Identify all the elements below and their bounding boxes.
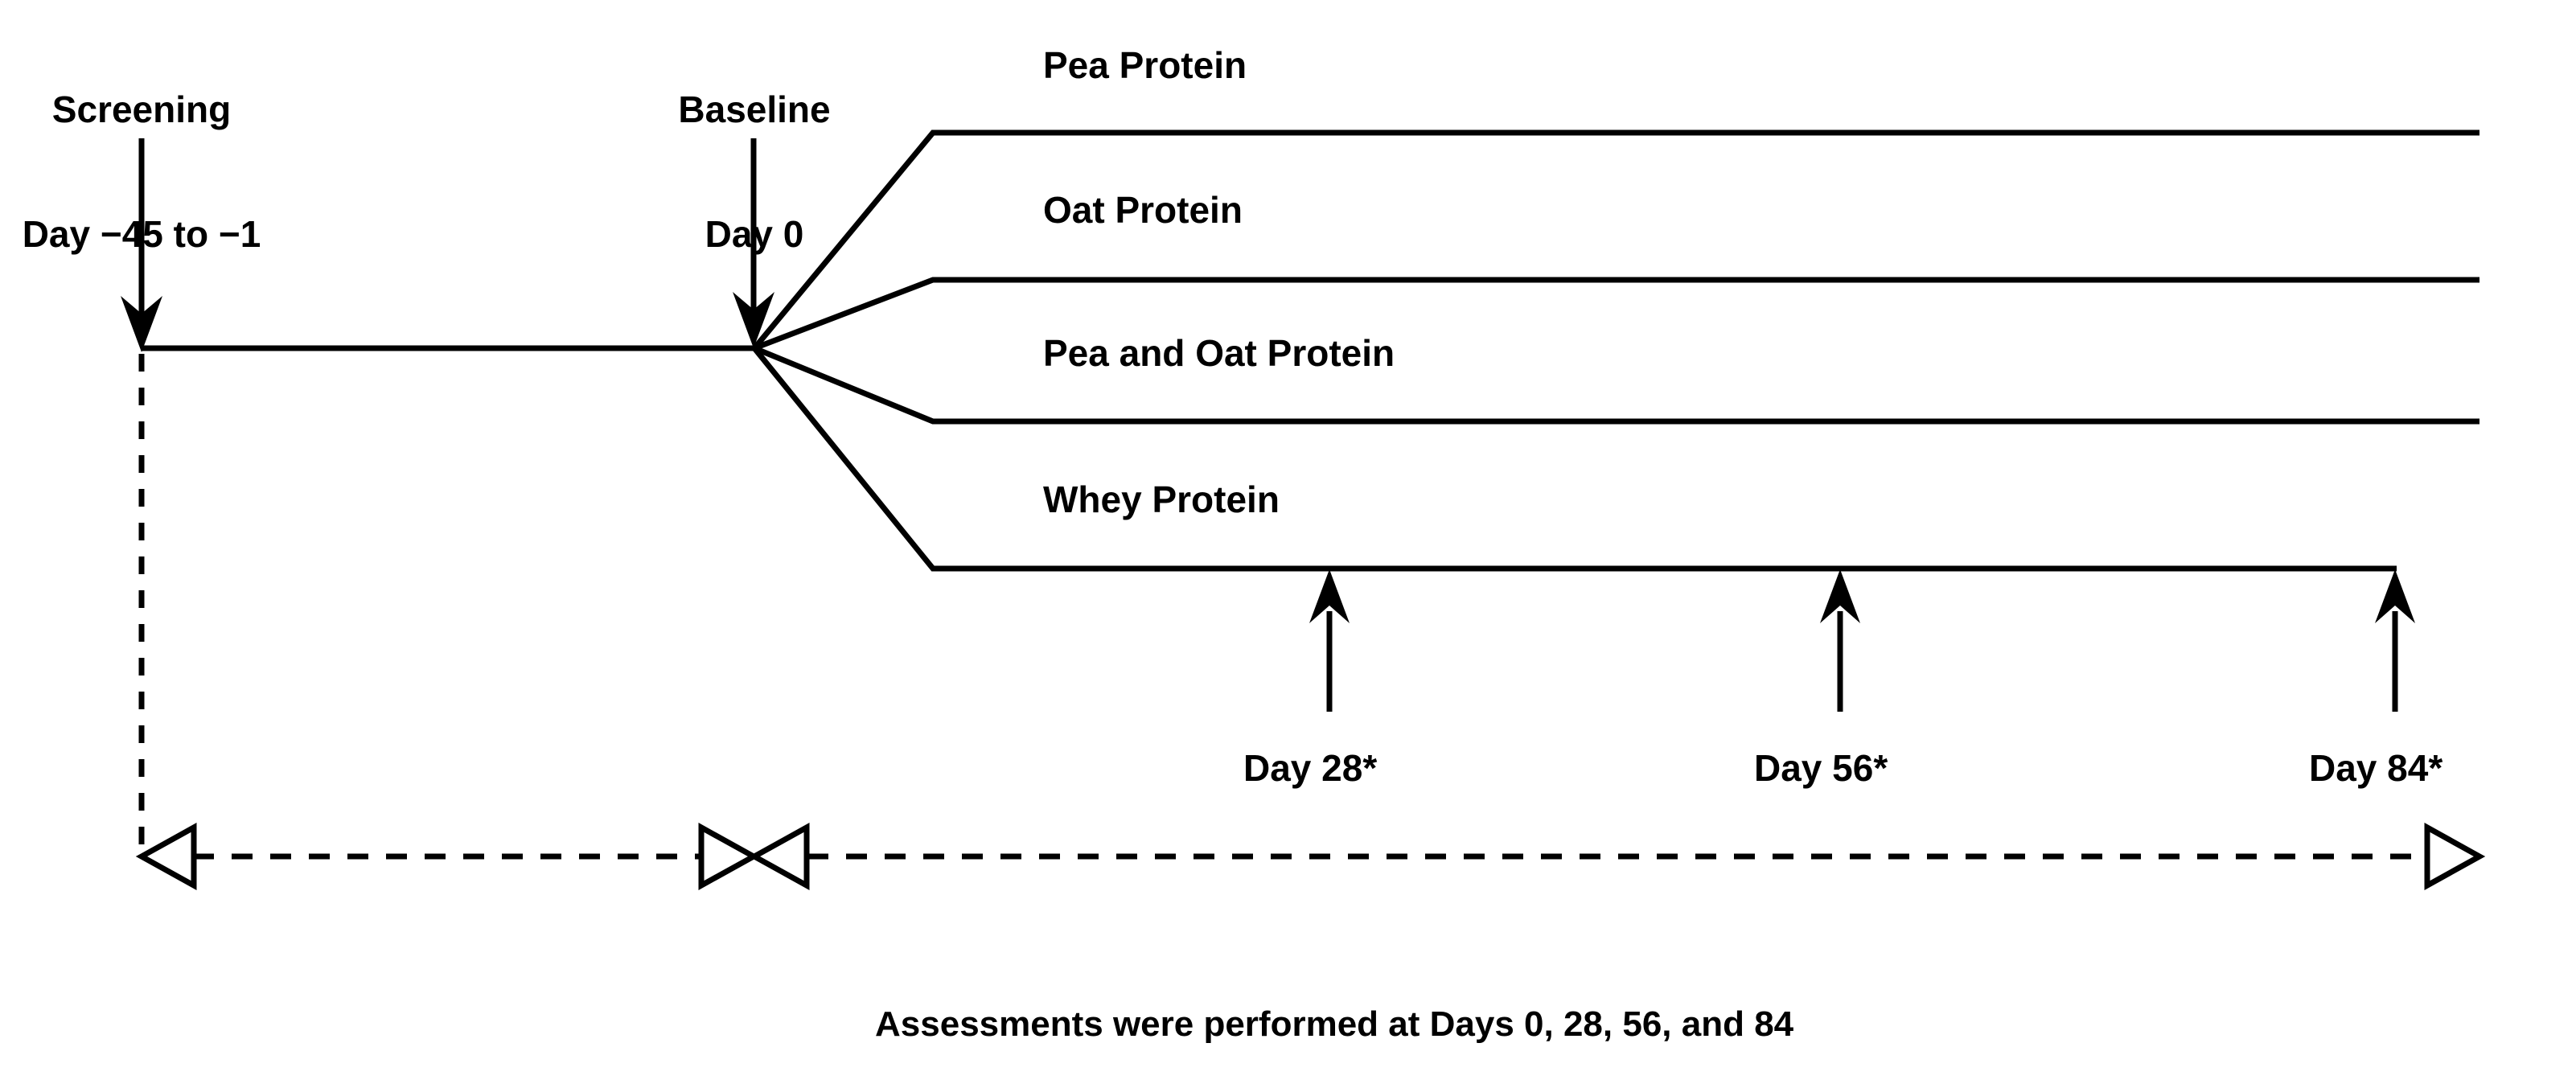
arm-path-pea [752,129,2479,351]
milestone-label-baseline: Baseline Day 0 [613,6,896,338]
baseline-arrow [733,138,774,348]
visit-arrow-day-84 [2375,569,2415,712]
timeline-end-triangle [2424,823,2486,890]
arm-label-oat: Oat Protein [1043,189,1243,231]
visit-arrow-day-56 [1820,569,1860,712]
milestone-label-screening: Screening Day −45 to −1 [0,6,283,338]
figure-notes: Assessments were performed at Days 0, 28… [875,917,1866,1080]
milestone-screening-line2: Day −45 to −1 [22,212,261,255]
milestone-baseline-line2: Day 0 [705,212,804,255]
arm-path-pea-and-oat [753,345,2479,425]
arm-label-whey: Whey Protein [1043,478,1280,520]
arm-path-oat [753,277,2479,351]
timeline [135,823,2486,890]
visit-label-day-84: Day 84* [2309,747,2443,789]
arm-label-pea: Pea Protein [1043,44,1247,86]
milestone-baseline-line1: Baseline [678,88,831,131]
arm-path-whey [752,346,2397,572]
timeline-break-right-triangle [748,823,810,890]
note-line-1: Assessments were performed at Days 0, 28… [875,1004,1794,1045]
milestone-screening-line1: Screening [51,88,232,131]
arm-label-pea-and-oat: Pea and Oat Protein [1043,332,1395,374]
timeline-break-left-triangle [698,823,760,890]
screening-arrow [121,138,162,352]
visit-label-day-28: Day 28* [1243,747,1378,789]
timeline-start-triangle [135,823,197,890]
visit-arrow-day-28 [1309,569,1350,712]
visit-label-day-56: Day 56* [1754,747,1888,789]
